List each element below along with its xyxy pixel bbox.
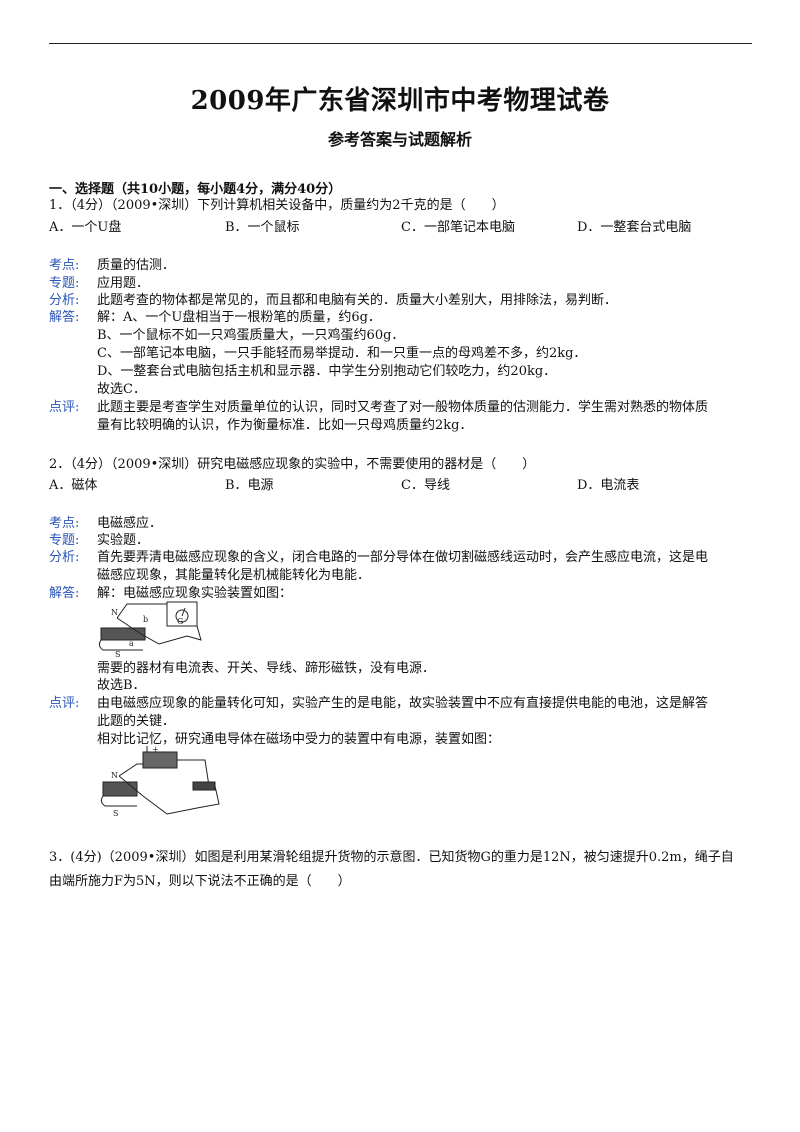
wire-2	[118, 763, 143, 777]
fig2-letter-n: N	[111, 771, 118, 780]
magnet-block	[100, 627, 146, 641]
q2-zhuanti: 实验题．	[97, 533, 150, 548]
q2-dianping-line-2: 此题的关键．	[97, 714, 176, 729]
fenxi-label: 分析:	[49, 293, 80, 308]
q1-option-c: C．一部笔记本电脑	[401, 220, 515, 235]
galvanometer-needle	[181, 607, 186, 617]
q3-stem-line-1: 3．(4分)（2009•深圳）如图是利用某滑轮组提升货物的示意图．已知货物G的重…	[49, 850, 734, 865]
wire-3	[177, 759, 210, 787]
fenxi-label: 分析:	[49, 550, 80, 565]
q2-after-fig-line-2: 故选B．	[97, 678, 146, 693]
fig1-letter-s: S	[115, 650, 120, 658]
wire-4	[196, 785, 220, 809]
fig1-letter-b: b	[143, 615, 148, 624]
fig2-letter-s: S	[113, 809, 118, 818]
galvanometer-dial	[175, 609, 189, 623]
conductor-rod	[116, 617, 142, 635]
q2-stem: 2．（4分）（2009•深圳）研究电磁感应现象的实验中，不需要使用的器材是（ ）	[49, 457, 536, 472]
magnet-block	[102, 781, 138, 797]
fig1-letter-a: a	[129, 639, 134, 648]
q1-fenxi: 此题考查的物体都是常见的，而且都和电脑有关的．质量大小差别大，用排除法，易判断．	[97, 293, 618, 308]
q2-jieda: 解：电磁感应现象实验装置如图：	[97, 586, 293, 601]
q2-fenxi-line-1: 首先要弄清电磁感应现象的含义，闭合电路的一部分导体在做切割磁感线运动时，会产生感…	[97, 550, 709, 565]
q3-stem: 3．(4分)（2009•深圳）如图是利用某滑轮组提升货物的示意图．已知货物G的重…	[49, 846, 754, 894]
q1-option-b: B．一个鼠标	[225, 220, 300, 235]
q2-option-c: C．导线	[401, 478, 450, 493]
jieda-label: 解答:	[49, 586, 80, 601]
q2-option-a: A．磁体	[49, 478, 98, 493]
q1-options: A．一个U盘 B．一个鼠标 C．一部笔记本电脑 D．一整套台式电脑	[49, 216, 754, 236]
battery	[142, 751, 178, 769]
q1-jieda-line-1: 解：A、一个U盘相当于一根粉笔的质量，约6g．	[97, 310, 381, 325]
q1-jieda-line-2: B、一个鼠标不如一只鸡蛋质量大，一只鸡蛋约60g．	[97, 328, 405, 343]
q2-fenxi-line-2: 磁感应现象，其能量转化是机械能转化为电能．	[97, 568, 371, 583]
fig1-letter-g: G	[177, 617, 183, 626]
dianping-label: 点评:	[49, 400, 80, 415]
dianping-label: 点评:	[49, 696, 80, 711]
zhuanti-label: 专题:	[49, 533, 80, 548]
kaodian-label: 考点:	[49, 516, 80, 531]
q1-jieda-line-5: 故选C．	[97, 382, 146, 397]
q2-dianping-line-1: 由电磁感应现象的能量转化可知，实验产生的是电能，故实验装置中不应有直接提供电能的…	[97, 696, 709, 711]
magnet-shape	[100, 795, 137, 807]
wire-2	[116, 603, 167, 619]
q1-zhuanti: 应用题．	[97, 276, 150, 291]
q1-dianping-line-2: 量有比较明确的认识，作为衡量标准．比如一只母鸡质量约2kg．	[97, 418, 473, 433]
q1-kaodian: 质量的估测．	[97, 258, 176, 273]
jieda-label: 解答:	[49, 310, 80, 325]
q1-option-d: D．一整套台式电脑	[577, 220, 692, 235]
q2-kaodian: 电磁感应．	[97, 516, 163, 531]
q2-dianping-line-3: 相对比记忆，研究通电导体在磁场中受力的装置中有电源，装置如图：	[97, 732, 501, 747]
switch	[192, 781, 216, 791]
fig1-letter-n: N	[111, 608, 118, 617]
motor-effect-apparatus-figure: N S +	[100, 746, 220, 818]
conductor-rod	[118, 775, 144, 797]
q1-stem: 1．（4分）（2009•深圳）下列计算机相关设备中，质量约为2千克的是（ ）	[49, 198, 505, 213]
wire-3	[186, 625, 202, 641]
galvanometer-box	[166, 601, 198, 627]
q2-options: A．磁体 B．电源 C．导线 D．电流表	[49, 474, 754, 494]
q1-option-a: A．一个U盘	[49, 220, 122, 235]
section-heading: 一、选择题（共10小题，每小题4分，满分40分）	[49, 182, 342, 197]
zhuanti-label: 专题:	[49, 276, 80, 291]
q1-jieda-line-3: C、一部笔记本电脑，一只手能轻而易举提动．和一只重一点的母鸡差不多，约2kg．	[97, 346, 587, 361]
q3-stem-line-2: 由端所施力F为5N，则以下说法不正确的是（ ）	[49, 874, 351, 889]
kaodian-label: 考点:	[49, 258, 80, 273]
fig2-letter-plus: +	[152, 746, 159, 754]
magnet-shape	[98, 639, 143, 651]
page-subtitle: 参考答案与试题解析	[327, 130, 472, 149]
q2-option-b: B．电源	[225, 478, 274, 493]
q2-after-fig-line-1: 需要的器材有电流表、开关、导线、蹄形磁铁，没有电源．	[97, 661, 436, 676]
wire-1	[140, 633, 188, 645]
q2-option-d: D．电流表	[577, 478, 640, 493]
page-title: 2009年广东省深圳市中考物理试卷	[190, 86, 610, 116]
induction-apparatus-figure: N b a S G	[98, 601, 202, 658]
header-rule	[49, 43, 752, 44]
q1-jieda-line-4: D、一整套台式电脑包括主机和显示器．中学生分别抱动它们较吃力，约20kg．	[97, 364, 557, 379]
q1-dianping-line-1: 此题主要是考查学生对质量单位的认识，同时又考查了对一般物体质量的估测能力．学生需…	[97, 400, 709, 415]
wire-1	[142, 795, 198, 815]
